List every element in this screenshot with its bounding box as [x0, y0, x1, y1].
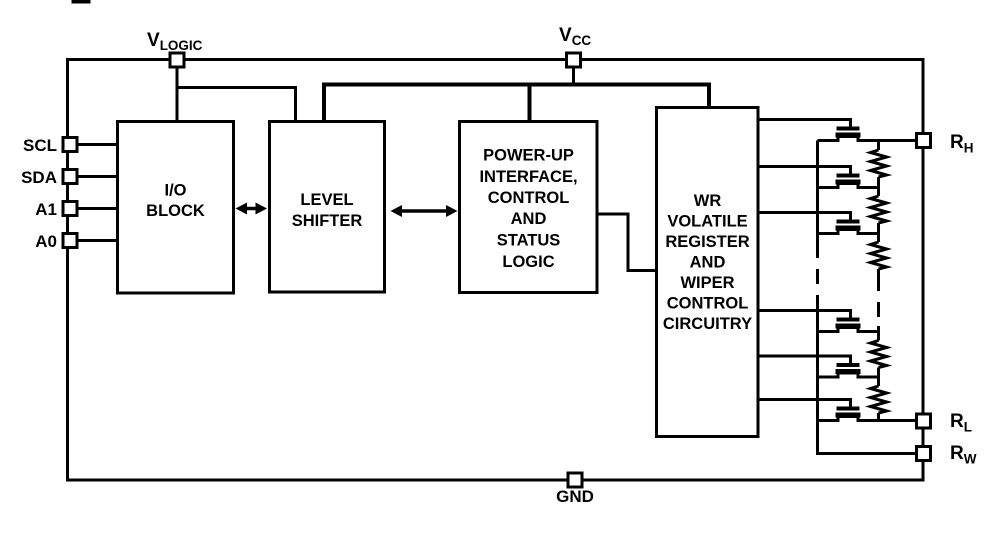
rl-label: RL — [950, 411, 972, 435]
vcc-bus-wire — [322, 82, 711, 122]
wiper-control-box — [655, 106, 760, 438]
resistor-zigzag — [864, 384, 893, 415]
vcc-label: VCC — [559, 25, 591, 48]
resistor-zigzag — [864, 148, 893, 179]
transistor-source-drain-path — [817, 182, 879, 189]
vcc-net — [322, 67, 711, 122]
a0-pin-square — [61, 232, 79, 249]
wiper-rail — [816, 140, 917, 455]
serial-pin-wires — [77, 143, 118, 242]
vlogic-pin-square — [168, 51, 186, 69]
pins — [61, 51, 932, 489]
powerup-to-wiper-wire — [596, 212, 657, 272]
wiper-control-label: REGISTER — [665, 233, 749, 251]
io-block-label: BLOCK — [146, 202, 205, 220]
powerup-label: STATUS — [497, 232, 561, 250]
io-block-label: I/O — [164, 182, 186, 200]
wiper-control-label: CIRCUITRY — [663, 315, 752, 333]
resistor-zigzag — [864, 240, 893, 271]
transistor-source-drain-path — [817, 135, 917, 142]
transistor-gate-wire — [758, 354, 852, 363]
transistor-source-drain-path — [817, 228, 879, 235]
rl-pin-square — [915, 412, 932, 430]
wiper-control-label: AND — [690, 254, 726, 272]
rw-label: RW — [950, 443, 977, 467]
transistor-gate-wire — [758, 118, 852, 127]
crop-artifact — [71, 0, 91, 4]
wiper-control-label: CONTROL — [667, 295, 749, 313]
transistor-gate-wire — [758, 211, 852, 220]
vlogic-branch-to-level-shifter-wire — [177, 86, 297, 122]
scl-label: SCL — [23, 136, 57, 155]
gnd-label: GND — [556, 487, 594, 506]
level-shifter-label: LEVEL — [300, 191, 353, 209]
sda-label: SDA — [21, 168, 57, 187]
gnd-pin-square — [566, 471, 584, 489]
wiper-switch-transistor-3 — [758, 211, 879, 235]
powerup-label: CONTROL — [488, 189, 570, 207]
powerup-label: LOGIC — [502, 253, 554, 271]
wiper-control-label: WIPER — [680, 274, 734, 292]
wiper-switch-transistor-1 — [758, 118, 917, 142]
wiper-switch-transistor-5 — [758, 354, 879, 379]
level-shifter-block: LEVEL SHIFTER — [268, 120, 386, 294]
arrow-head-left — [390, 205, 402, 217]
scl-pin-square — [61, 136, 79, 153]
rw-pin-square — [915, 445, 932, 462]
transistor-source-drain-path — [817, 371, 879, 379]
resistor-zigzag — [864, 339, 893, 369]
level-shifter-box — [268, 120, 386, 294]
arrow-head-left — [235, 202, 247, 215]
io-levelshifter-arrow — [235, 202, 267, 215]
vlogic-label: VLOGIC — [147, 30, 203, 53]
transistor-source-drain-path — [817, 415, 917, 422]
wiper-switch-transistor-2 — [758, 165, 879, 189]
a1-label: A1 — [35, 200, 57, 219]
vlogic-net — [175, 67, 297, 122]
wiper-switch-transistor-4 — [758, 309, 879, 333]
rh-label: RH — [950, 132, 973, 156]
powerup-box — [458, 120, 599, 294]
wiper-control-label: WR — [694, 192, 722, 210]
rh-pin-square — [915, 132, 932, 149]
wiper-switch-transistor-6 — [758, 398, 917, 422]
a1-pin-square — [61, 200, 79, 217]
powerup-label: INTERFACE, — [479, 168, 577, 186]
io-block-box — [116, 120, 235, 295]
transistor-gate-wire — [758, 398, 852, 407]
powerup-label: POWER-UP — [483, 147, 574, 165]
a0-label: A0 — [35, 232, 57, 251]
arrow-head-right — [446, 205, 458, 217]
sda-pin-square — [61, 168, 79, 185]
wiper-control-label: VOLATILE — [667, 213, 747, 231]
transistor-gate-wire — [758, 309, 852, 318]
wiper-rail-bottom-wire — [816, 303, 917, 455]
resistor-zigzag — [864, 194, 893, 225]
powerup-label: AND — [511, 210, 547, 228]
wiper-control-block: WR VOLATILE REGISTER AND WIPER CONTROL C… — [655, 106, 760, 438]
transistor-source-drain-path — [817, 326, 879, 333]
vcc-pin-square — [565, 51, 582, 69]
arrow-head-right — [255, 202, 267, 215]
powerup-block: POWER-UP INTERFACE, CONTROL AND STATUS L… — [458, 120, 599, 294]
transistor-gate-wire — [758, 165, 852, 174]
io-block: I/O BLOCK — [116, 120, 235, 295]
levelshifter-powerup-arrow — [390, 205, 458, 217]
level-shifter-label: SHIFTER — [292, 212, 363, 230]
